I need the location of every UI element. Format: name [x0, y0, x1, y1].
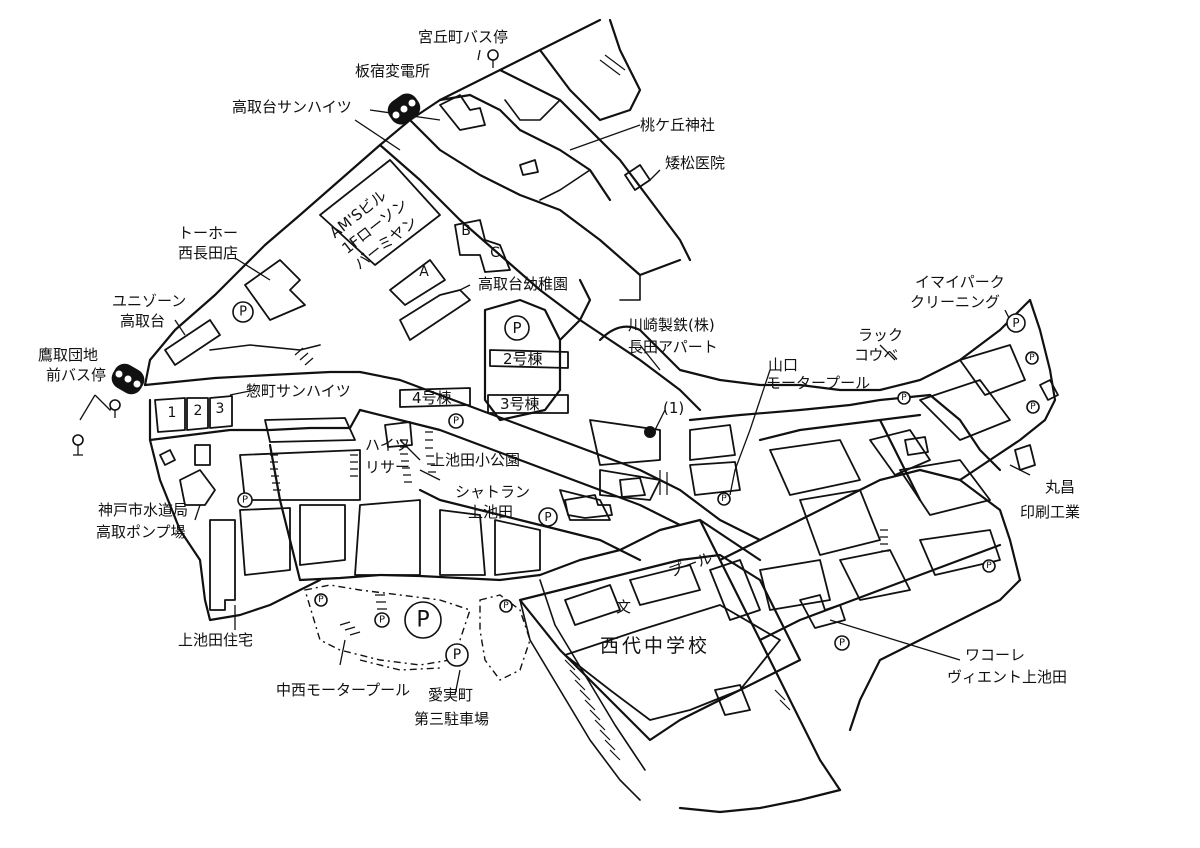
bus-stop-takatori-b: [72, 434, 84, 456]
label-nishishiro-school: 西代中学校: [600, 635, 710, 657]
parking-markers: P P P P P P P P P P P P P P P P P: [232, 301, 1040, 667]
label-kawasaki-apartment: 長田アパート: [628, 338, 718, 356]
building-c-label: C: [490, 245, 500, 261]
svg-text:P: P: [1030, 402, 1036, 412]
label-kawasaki-steel: 川崎製鉄(株): [628, 316, 715, 334]
label-school-symbol: 文: [616, 598, 631, 616]
parking-icon: P: [404, 601, 442, 639]
label-marusho-printing: 印刷工業: [1020, 503, 1080, 521]
parking-icon: P: [237, 492, 253, 508]
label-aimi-town: 愛実町: [428, 686, 473, 704]
label-pool: プール: [666, 549, 714, 581]
label-imai-park: イマイパーク: [915, 273, 1005, 291]
parking-icon: P: [1006, 313, 1026, 333]
parking-icon: P: [982, 559, 996, 573]
svg-text:P: P: [239, 305, 247, 320]
label-takatori-bus-stop: 前バス停: [46, 366, 106, 384]
label-wacoal: ワコーレ: [965, 646, 1025, 664]
label-building-3: 3号棟: [500, 395, 540, 413]
map-labels: 宮丘町バス停 板宿変電所 高取台サンハイツ 桃ケ丘神社 矮松医院 AM'Sビル …: [38, 28, 1080, 728]
svg-text:P: P: [544, 510, 551, 524]
building-b-label: B: [461, 223, 471, 239]
label-rack-kobe: コウベ: [854, 346, 898, 364]
label-chateran-kamiikeda: 上池田: [468, 503, 513, 521]
label-sumatsu-clinic: 矮松医院: [665, 154, 725, 172]
road-network: [143, 18, 1059, 814]
parking-icon: P: [504, 315, 530, 341]
label-point-1: (1): [663, 399, 684, 417]
label-building-4: 4号棟: [412, 389, 452, 407]
svg-text:P: P: [1012, 316, 1019, 330]
parking-icon: P: [897, 391, 911, 405]
parking-icon: P: [1025, 351, 1039, 365]
svg-text:P: P: [379, 615, 385, 626]
label-building-2: 2号棟: [503, 350, 543, 368]
label-takatoridai-kindergarten: 高取台幼稚園: [478, 275, 568, 293]
label-sohmachi-sunheights: 惣町サンハイツ: [246, 382, 351, 400]
parking-icon: P: [1026, 400, 1040, 414]
svg-text:P: P: [242, 495, 248, 506]
building-letters: A B C 1 2 3: [168, 223, 501, 421]
label-takatoridai-sunheights: 高取台サンハイツ: [232, 98, 352, 116]
label-yamaguchi: 山口: [768, 356, 798, 374]
label-suidokyoku-pump: 高取ポンプ場: [96, 523, 186, 541]
parking-icon: P: [499, 599, 513, 613]
parking-icon: P: [374, 612, 390, 628]
svg-text:P: P: [1029, 353, 1035, 363]
label-heights-risa: リサー: [365, 458, 410, 476]
label-wacoal-viento: ヴィエント上池田: [947, 668, 1067, 686]
label-imai-cleaning: クリーニング: [910, 293, 1000, 311]
apartment-2-label: 2: [194, 403, 203, 419]
label-itayado-substation: 板宿変電所: [355, 62, 430, 80]
svg-text:P: P: [453, 416, 459, 427]
label-yamaguchi-pool: モータープール: [766, 374, 870, 392]
traffic-signal-icon-2: [111, 363, 145, 395]
svg-text:P: P: [416, 608, 429, 633]
leader-lines: [79, 49, 1031, 696]
label-uniyan: ユニゾーン: [112, 292, 186, 310]
svg-text:P: P: [986, 561, 992, 571]
parking-icon: P: [314, 593, 328, 607]
label-chateran: シャトラン: [455, 483, 530, 501]
location-marker-icon: [644, 426, 656, 438]
parking-icon: P: [538, 507, 558, 527]
label-nakanishi-pool: 中西モータープール: [276, 681, 410, 699]
label-kamiikeda-park: 上池田小公園: [430, 451, 520, 469]
label-rack: ラック: [858, 326, 903, 344]
label-uniyan-takatoridai: 高取台: [120, 312, 165, 330]
parking-icon: P: [717, 492, 731, 506]
label-miyaoka-bus-stop: 宮丘町バス停: [418, 28, 508, 46]
traffic-signal-icon-1: [387, 93, 421, 125]
svg-text:P: P: [318, 595, 324, 605]
label-suidokyoku: 神戸市水道局: [98, 501, 188, 519]
label-momogaoka-shrine: 桃ケ丘神社: [640, 116, 715, 134]
parking-icon: P: [448, 413, 464, 429]
parking-icon: P: [232, 301, 254, 323]
svg-text:P: P: [503, 601, 509, 611]
label-toho: トーホー: [178, 224, 238, 242]
parking-icon: P: [445, 643, 469, 667]
svg-text:P: P: [721, 494, 727, 504]
parking-icon: P: [834, 635, 850, 651]
bus-stop-takatori-a: [109, 399, 121, 418]
hatch-marks: [270, 54, 889, 761]
label-takatori-danchi: 鷹取団地: [38, 346, 98, 364]
svg-text:P: P: [453, 647, 461, 663]
label-kamiikeda-housing: 上池田住宅: [178, 631, 253, 649]
label-marusho: 丸昌: [1045, 478, 1075, 496]
bus-stop-miyaoka: [487, 49, 499, 68]
apartment-1-label: 1: [168, 405, 177, 421]
svg-text:P: P: [839, 638, 845, 649]
svg-text:P: P: [512, 319, 521, 337]
building-a-label: A: [419, 264, 429, 280]
label-toho-branch: 西長田店: [178, 244, 238, 262]
label-aimi-parking: 第三駐車場: [414, 710, 489, 728]
label-heights: ハイツ: [365, 436, 410, 454]
apartment-3-label: 3: [216, 401, 225, 417]
svg-text:P: P: [901, 393, 907, 403]
